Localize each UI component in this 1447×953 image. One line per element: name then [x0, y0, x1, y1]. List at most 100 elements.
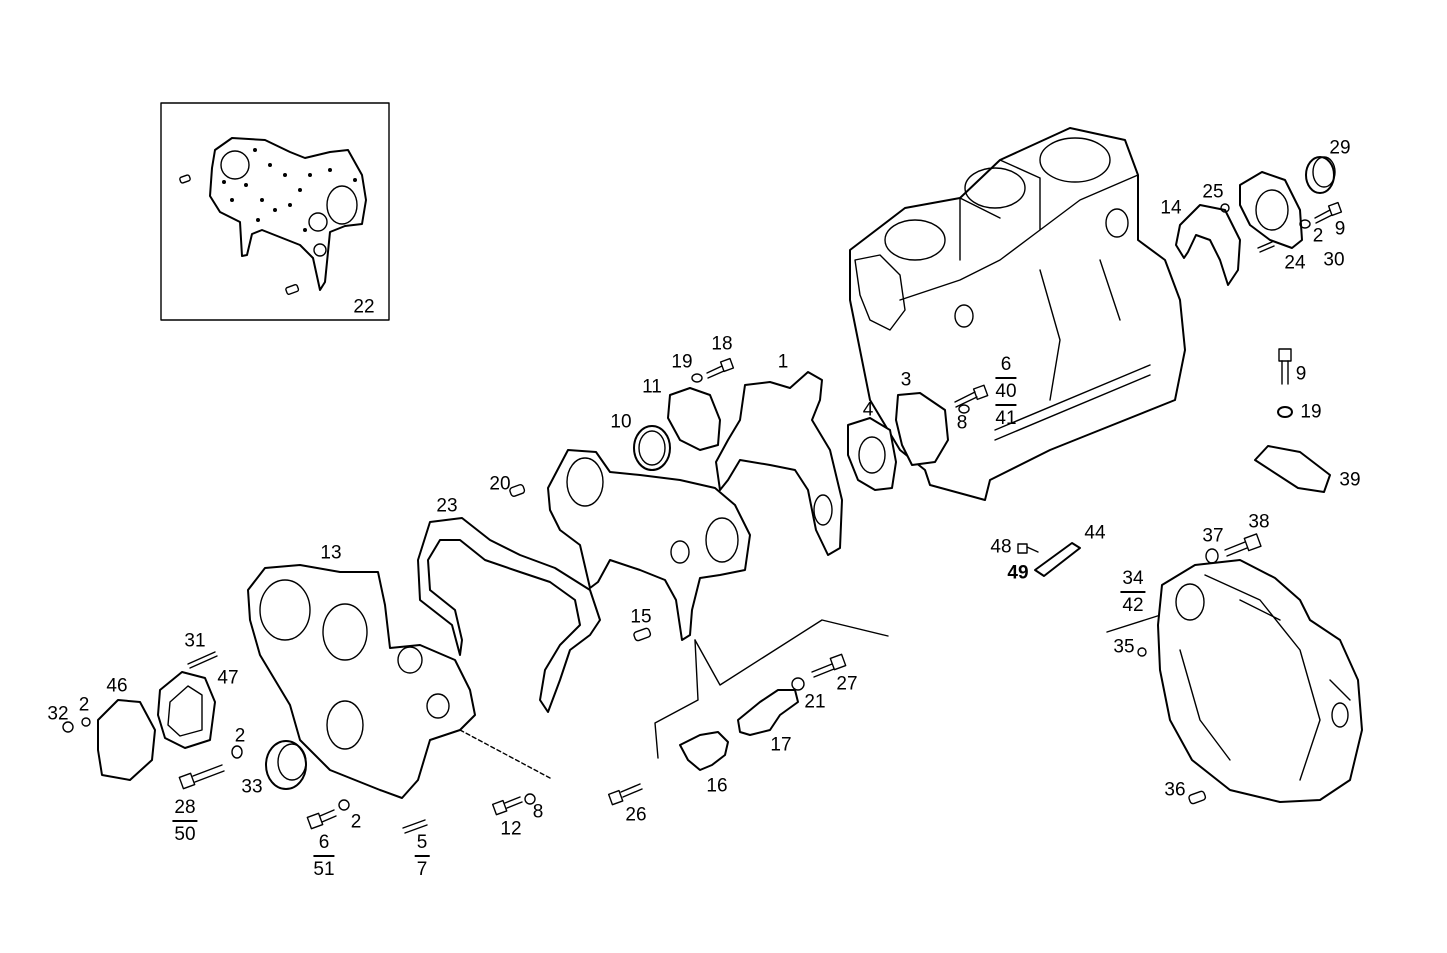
- callout-10: 10: [610, 411, 632, 433]
- fraction-top: 34: [1120, 569, 1146, 593]
- callout-14: 14: [1160, 197, 1182, 219]
- bolt-part-28-50: [178, 764, 225, 790]
- callout-16: 16: [706, 775, 728, 797]
- cover-part-46: [97, 699, 156, 781]
- washer-part-2d: [338, 799, 350, 811]
- callout-33: 33: [241, 776, 263, 798]
- callout-9-rear: 9: [1334, 218, 1346, 240]
- gasket-part-47: [157, 671, 216, 749]
- bolt-part-12: [491, 796, 523, 816]
- seal-ring-part-29: [1305, 156, 1336, 194]
- plug-part-32: [62, 721, 74, 733]
- callout-2-seal: 2: [234, 725, 246, 747]
- plate-part-44: [1034, 542, 1081, 577]
- leader-lines: [459, 611, 1171, 779]
- callout-21: 21: [804, 691, 826, 713]
- fraction-bottom: 50: [174, 824, 196, 845]
- callout-18: 18: [711, 333, 733, 355]
- callout-28-50: 28 50: [172, 798, 198, 845]
- washer-part-8b: [524, 793, 536, 805]
- inset-box-part-22: [160, 102, 390, 321]
- washer-part-2c: [1299, 219, 1311, 229]
- callout-32: 32: [47, 703, 69, 725]
- callout-2-left: 2: [78, 694, 90, 716]
- fraction-bottom: 51: [313, 859, 335, 880]
- callout-3: 3: [900, 369, 912, 391]
- washer-part-19b: [1277, 406, 1293, 418]
- bolt-part-9a: [1314, 201, 1343, 224]
- callout-39: 39: [1339, 469, 1361, 491]
- callout-38: 38: [1248, 511, 1270, 533]
- callout-2-lower: 2: [350, 811, 362, 833]
- gasket-part-11: [667, 387, 721, 451]
- callout-36: 36: [1164, 779, 1186, 801]
- gasket-part-14: [1175, 204, 1241, 286]
- callout-2-rear: 2: [1312, 225, 1324, 247]
- callout-35: 35: [1113, 636, 1135, 658]
- callout-44: 44: [1084, 522, 1106, 544]
- dowel-part-36: [1188, 790, 1207, 805]
- callout-31: 31: [184, 630, 206, 652]
- fraction-top: 5: [414, 833, 430, 857]
- washer-part-19a: [691, 373, 703, 383]
- callout-6-51: 6 51: [313, 833, 335, 880]
- callout-34-42: 34 42: [1120, 569, 1146, 615]
- washer-part-2b: [231, 745, 243, 759]
- plate-part-1: [715, 371, 843, 556]
- callout-19-right: 19: [1300, 401, 1322, 423]
- pin-part-24: [1257, 241, 1275, 253]
- bracket-part-17: [737, 689, 799, 736]
- fraction-top: 6: [313, 833, 335, 857]
- fraction-top: 6: [995, 352, 1017, 379]
- callout-19-upper: 19: [671, 351, 693, 373]
- flywheel-housing-part-34-42: [1157, 559, 1363, 803]
- seal-part-33: [265, 740, 307, 790]
- dowel-part-25: [1220, 203, 1230, 213]
- washer-part-2a: [81, 717, 91, 727]
- cover-part-3: [895, 392, 949, 466]
- bolt-part-38: [1224, 533, 1262, 557]
- plate-part-39: [1254, 445, 1331, 493]
- bolt-part-27: [811, 653, 847, 678]
- callout-47: 47: [217, 667, 239, 689]
- bolt-part-18: [706, 357, 735, 379]
- callout-13: 13: [320, 542, 342, 564]
- fraction-bottom: 41: [995, 408, 1017, 429]
- callout-12: 12: [500, 818, 522, 840]
- stud-part-5-7: [402, 819, 428, 834]
- dowel-part-15: [633, 627, 652, 642]
- callout-20: 20: [489, 473, 511, 495]
- callout-5-7: 5 7: [414, 833, 430, 880]
- bracket-part-16: [679, 731, 729, 771]
- o-ring-part-10: [633, 425, 671, 471]
- callout-6-40-41: 6 40 41: [995, 352, 1017, 429]
- bolt-part-6-40-41: [954, 384, 989, 408]
- washer-part-8a: [958, 404, 970, 414]
- washer-part-21: [791, 677, 805, 691]
- callout-22: 22: [353, 296, 375, 318]
- callout-25: 25: [1202, 181, 1224, 203]
- fraction-middle: 40: [995, 379, 1017, 406]
- callout-49: 49: [1007, 562, 1029, 584]
- callout-26: 26: [625, 804, 647, 826]
- engine-block: [849, 127, 1186, 501]
- fraction-bottom: 7: [416, 859, 428, 880]
- callout-24: 24: [1284, 252, 1306, 274]
- callout-27: 27: [836, 673, 858, 695]
- callout-1: 1: [777, 351, 789, 373]
- callout-4: 4: [862, 399, 874, 421]
- callout-9-right: 9: [1295, 363, 1307, 385]
- gasket-part-4: [847, 417, 897, 491]
- nut-part-35: [1137, 647, 1147, 657]
- bolt-part-9b: [1278, 348, 1292, 385]
- bolt-part-48: [1017, 543, 1039, 554]
- callout-37: 37: [1202, 525, 1224, 547]
- gasket-part-23: [417, 517, 601, 713]
- callout-30: 30: [1323, 249, 1345, 271]
- callout-46: 46: [106, 675, 128, 697]
- dowel-part-20: [509, 483, 526, 497]
- washer-part-37: [1205, 548, 1219, 564]
- bolt-part-6-51: [306, 809, 337, 830]
- bolt-part-26: [607, 783, 643, 806]
